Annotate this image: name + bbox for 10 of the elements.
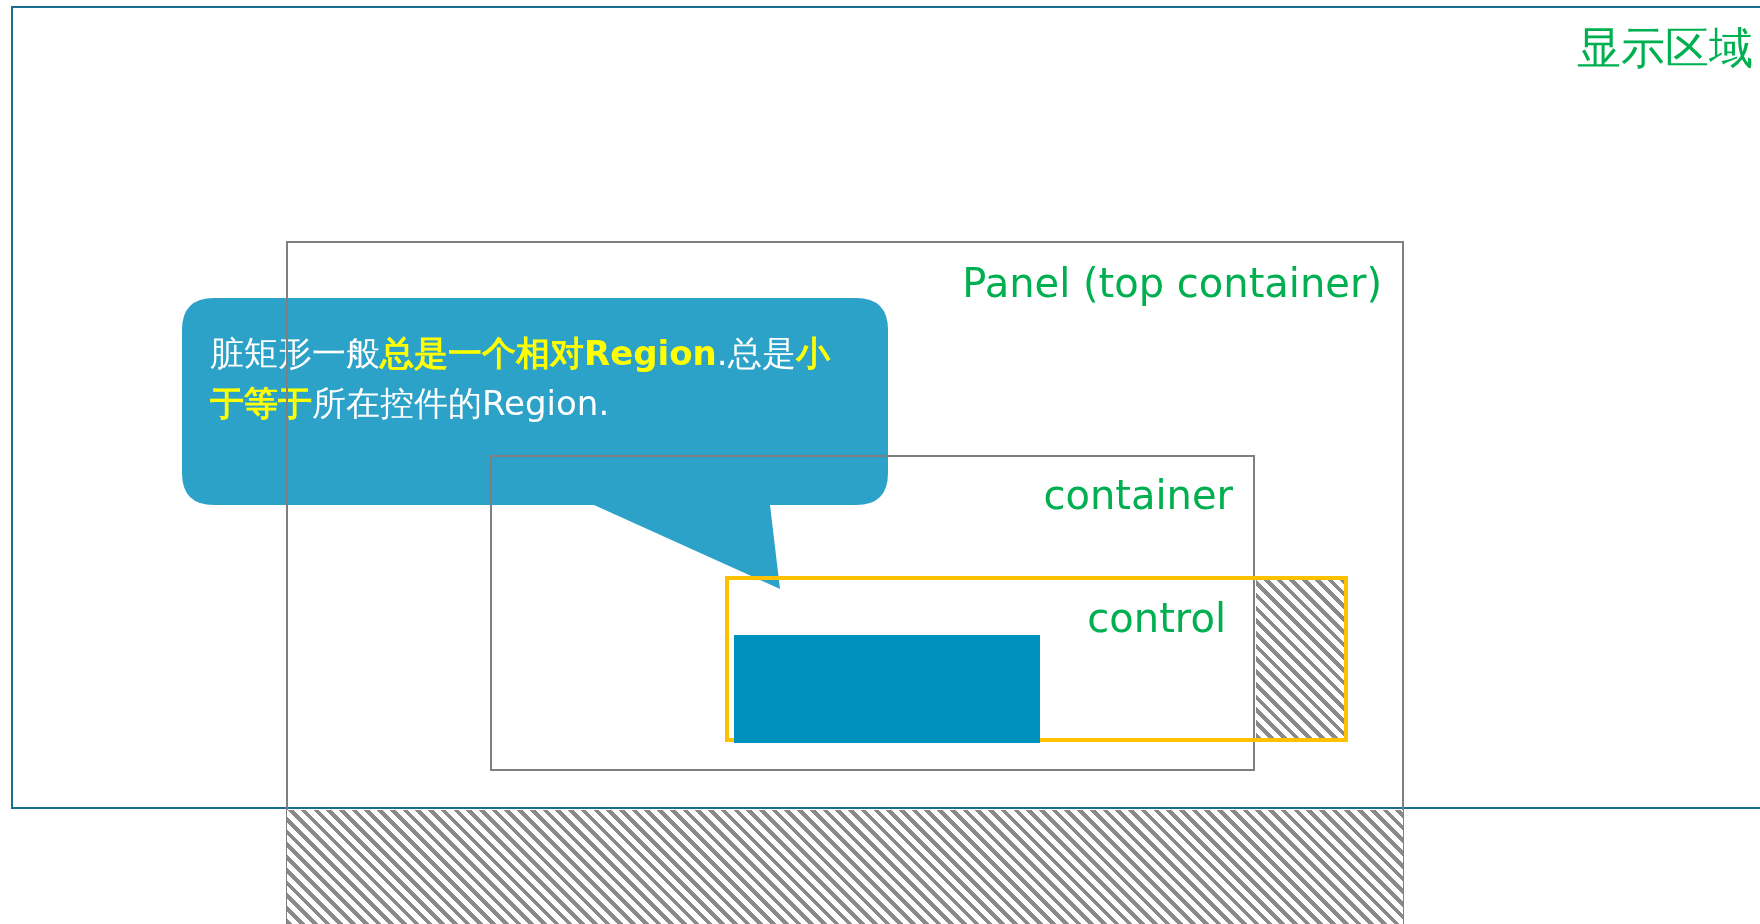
container-frame: [490, 455, 1255, 771]
filled-rectangle: [734, 635, 1040, 743]
region-label: Panel (top container): [962, 261, 1382, 305]
region-label: control: [1087, 596, 1226, 640]
control-frame: [725, 576, 1348, 742]
hatched-area: [1256, 580, 1344, 738]
display-area-frame: [11, 6, 1760, 809]
region-label: container: [1043, 473, 1233, 517]
region-label: 显示区域: [1577, 24, 1753, 73]
hatched-area: [287, 810, 1403, 924]
